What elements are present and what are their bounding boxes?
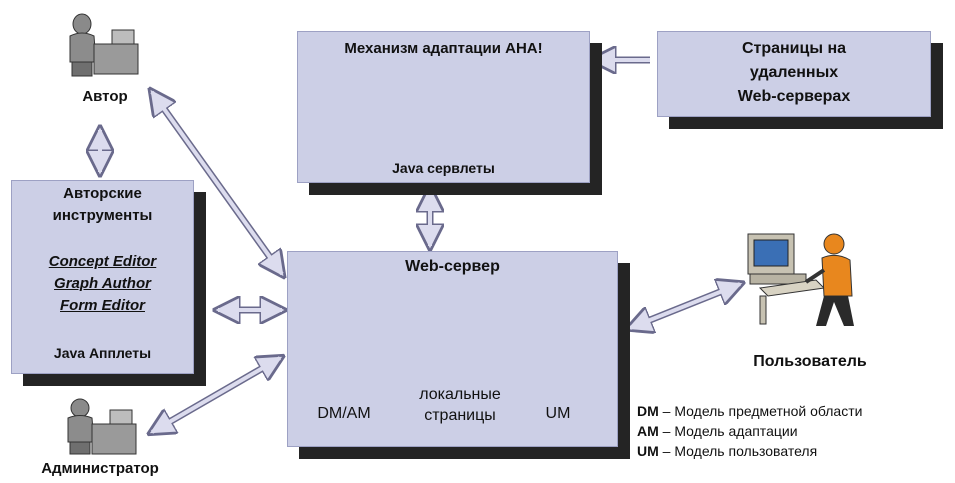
user-label: Пользователь — [753, 353, 867, 370]
legend-item-um: UM – Модель пользователя — [637, 441, 952, 461]
adaptation-engine-title: Механизм адаптации AHA! — [344, 40, 543, 57]
connector-arrows — [100, 60, 740, 432]
remote-pages-line3: Web-серверах — [737, 88, 851, 105]
db-local-pages-label-line1: локальные — [419, 386, 501, 403]
legend-abbr: DM — [637, 403, 659, 419]
web-server-title: Web-сервер — [405, 258, 500, 275]
tool-form-editor: Form Editor — [60, 297, 145, 314]
tool-concept-editor: Concept Editor — [48, 253, 157, 270]
web-server-box: Web-сервер — [287, 251, 618, 447]
tool-graph-author: Graph Author — [54, 275, 151, 292]
user-figure-icon — [747, 233, 854, 326]
author-figure-icon — [69, 13, 139, 77]
legend-item-am: AM – Модель адаптации — [637, 421, 952, 441]
db-um-label: UM — [545, 405, 571, 422]
adaptation-engine-subtitle: Java сервлеты — [392, 160, 495, 176]
arrow-webserver-user — [630, 284, 740, 328]
db-dm-am-label: DM/AM — [317, 405, 371, 422]
arrow-author-webserver — [152, 92, 282, 274]
legend-abbr: AM — [637, 423, 659, 439]
remote-pages-line2: удаленных — [749, 64, 839, 81]
legend-abbr: UM — [637, 443, 659, 459]
remote-pages-box: Страницы на удаленных Web-серверах — [657, 31, 931, 117]
legend-item-dm: DM – Модель предметной области — [637, 401, 952, 421]
remote-pages-line1: Страницы на — [741, 40, 847, 57]
authoring-tools-footer: Java Апплеты — [53, 345, 152, 361]
authoring-tools-line2: инструменты — [52, 207, 153, 224]
authoring-tools-box: Авторские инструменты Concept Editor Gra… — [11, 180, 194, 374]
legend-text: – Модель пользователя — [662, 443, 818, 459]
author-label: Автор — [82, 88, 128, 105]
administrator-label: Администратор — [41, 460, 159, 477]
legend-text: – Модель адаптации — [662, 423, 798, 439]
arrow-admin-webserver — [152, 358, 280, 432]
db-local-pages-label-line2: страницы — [424, 407, 496, 424]
legend: DM – Модель предметной области AM – Моде… — [637, 401, 952, 461]
adaptation-engine-box: Механизм адаптации AHA! Java сервлеты — [297, 31, 590, 183]
authoring-tools-line1: Авторские — [63, 185, 142, 202]
legend-text: – Модель предметной области — [662, 403, 863, 419]
administrator-figure-icon — [67, 398, 137, 455]
